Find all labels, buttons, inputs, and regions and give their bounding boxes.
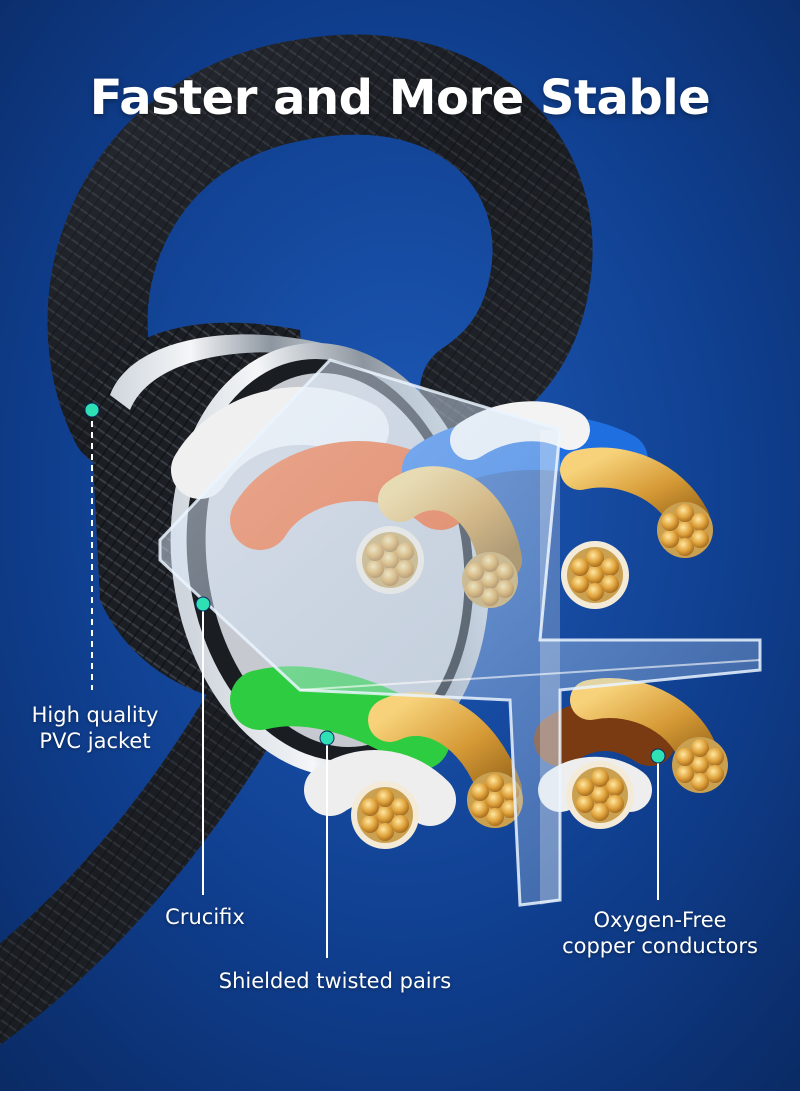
brown-pair [534, 699, 676, 766]
copper-label-line2: copper conductors [562, 934, 758, 958]
crucifix-separator [158, 358, 762, 907]
copper-conductors-label: Oxygen-Free copper conductors [555, 907, 765, 959]
braided-cable [0, 34, 593, 1045]
pvc-jacket-label: High quality PVC jacket [20, 702, 170, 754]
callout-dots [84, 402, 666, 764]
crucifix-dot [195, 596, 211, 612]
callout-lines [91, 410, 659, 958]
twisted-pairs-label: Shielded twisted pairs [218, 969, 452, 993]
copper-label-line1: Oxygen-Free [593, 908, 727, 932]
pvc-jacket-dot [84, 402, 100, 418]
headline: Faster and More Stable [89, 70, 711, 126]
pvc-jacket-label-line1: High quality [31, 703, 159, 727]
copper-dot [650, 748, 666, 764]
pvc-jacket-label-line2: PVC jacket [39, 729, 151, 753]
crucifix-label: Crucifix [165, 905, 245, 929]
twisted-pairs-dot [319, 730, 335, 746]
